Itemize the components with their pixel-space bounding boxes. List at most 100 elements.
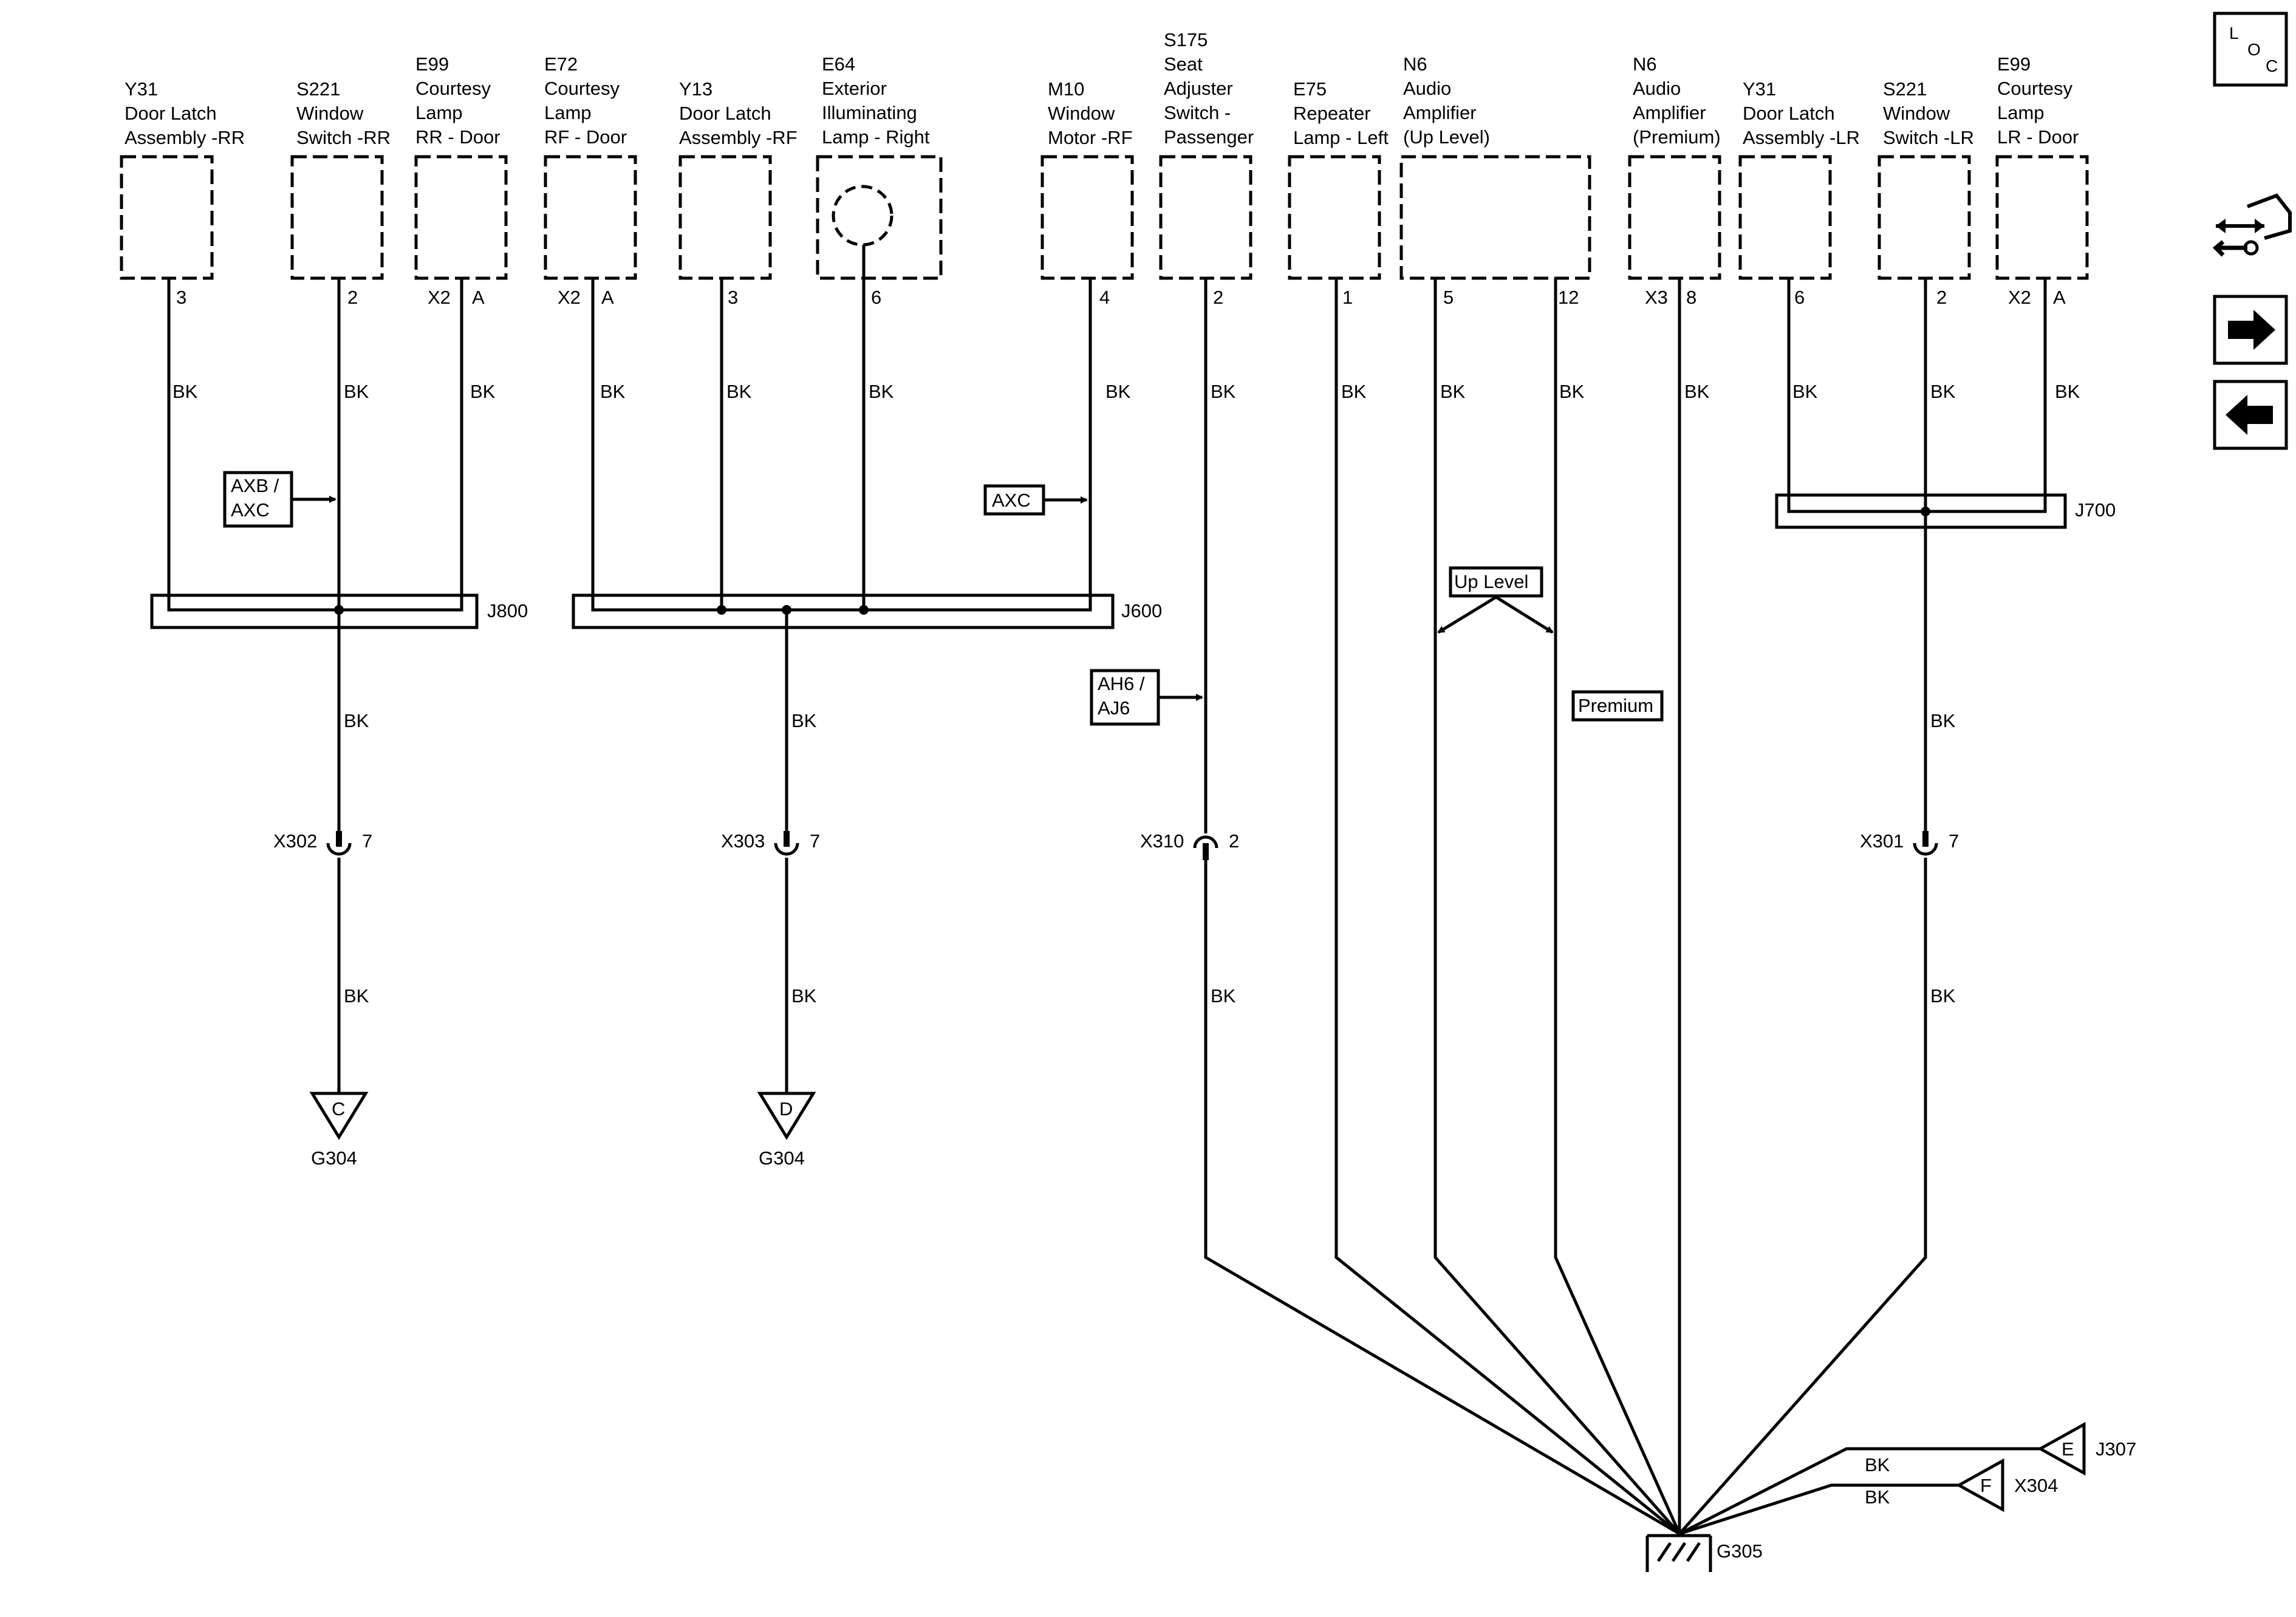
svg-text:Amplifier: Amplifier <box>1633 102 1706 123</box>
label-y31-rr: Y31 Door Latch Assembly -RR <box>125 78 245 148</box>
splice-j600 <box>572 593 1115 629</box>
svg-text:Lamp - Left: Lamp - Left <box>1293 127 1389 148</box>
svg-text:Y31: Y31 <box>125 78 158 100</box>
svg-text:AXC: AXC <box>992 490 1031 511</box>
svg-text:1: 1 <box>1342 287 1353 308</box>
label-n6-up: N6 Audio Amplifier (Up Level) <box>1403 53 1490 148</box>
svg-text:S175: S175 <box>1164 29 1208 50</box>
ground-ref-j307: E J307 <box>2037 1421 2136 1476</box>
component-y31-lr <box>1738 155 1832 280</box>
svg-text:RF - Door: RF - Door <box>544 126 627 148</box>
svg-text:Switch -: Switch - <box>1164 102 1231 123</box>
svg-text:X303: X303 <box>721 830 765 852</box>
svg-text:G305: G305 <box>1717 1540 1763 1562</box>
component-e99-lr <box>1995 155 2089 280</box>
component-n6-up <box>1399 155 1591 280</box>
svg-text:J307: J307 <box>2096 1438 2136 1460</box>
connector-wrench-icon[interactable] <box>2212 193 2292 257</box>
option-axb-axc: AXB / AXC <box>223 471 337 528</box>
svg-text:D: D <box>779 1098 793 1120</box>
component-e75 <box>1288 155 1381 280</box>
svg-text:3: 3 <box>176 287 186 308</box>
svg-text:Switch -RR: Switch -RR <box>296 127 391 148</box>
svg-text:BK: BK <box>470 381 496 402</box>
svg-text:G304: G304 <box>759 1147 805 1169</box>
svg-text:Y31: Y31 <box>1743 78 1776 100</box>
svg-text:A: A <box>601 287 614 308</box>
svg-text:BK: BK <box>344 710 369 731</box>
component-y31-rr <box>120 155 214 280</box>
location-button[interactable]: L O C <box>2213 12 2288 87</box>
svg-text:BK: BK <box>1865 1454 1890 1475</box>
svg-text:X310: X310 <box>1140 830 1184 852</box>
svg-text:Audio: Audio <box>1403 78 1451 99</box>
svg-text:S221: S221 <box>1883 78 1927 100</box>
svg-text:(Up Level): (Up Level) <box>1403 126 1490 148</box>
svg-text:BK: BK <box>1211 985 1236 1007</box>
svg-text:Illuminating: Illuminating <box>822 102 917 123</box>
svg-text:S221: S221 <box>296 78 340 100</box>
svg-text:BK: BK <box>1105 381 1131 402</box>
svg-text:Window: Window <box>1883 103 1950 124</box>
svg-text:AJ6: AJ6 <box>1098 697 1130 719</box>
svg-text:Door Latch: Door Latch <box>679 103 771 124</box>
svg-text:BK: BK <box>726 381 752 402</box>
svg-text:X2: X2 <box>428 287 451 308</box>
component-e72-rf <box>544 155 637 280</box>
wire-color-labels: BK BK BK BK BK BK BK BK BK BK BK BK BK B… <box>173 381 2080 1508</box>
svg-text:12: 12 <box>1558 287 1579 308</box>
splice-j700-label: J700 <box>2075 499 2116 521</box>
svg-text:Courtesy: Courtesy <box>415 78 491 99</box>
label-s221-lr: S221 Window Switch -LR <box>1883 78 1974 148</box>
svg-text:BK: BK <box>1930 985 1956 1007</box>
connector-x310: X310 2 <box>1140 830 1239 860</box>
svg-text:Premium: Premium <box>1578 695 1653 716</box>
svg-text:Courtesy: Courtesy <box>544 78 620 99</box>
connector-x303: X303 7 <box>721 830 820 856</box>
svg-text:X3: X3 <box>1645 287 1668 308</box>
component-s221-rr <box>290 155 384 280</box>
svg-text:O: O <box>2247 40 2261 59</box>
ground-g304-c: C G304 <box>309 1092 369 1169</box>
svg-text:N6: N6 <box>1403 53 1427 75</box>
svg-text:X304: X304 <box>2014 1475 2058 1496</box>
next-page-button[interactable] <box>2213 295 2288 365</box>
svg-text:Window: Window <box>1048 103 1115 124</box>
svg-text:Audio: Audio <box>1633 78 1681 99</box>
svg-text:E: E <box>2062 1438 2074 1460</box>
previous-page-button[interactable] <box>2213 380 2288 450</box>
svg-text:BK: BK <box>344 381 369 402</box>
svg-text:Seat: Seat <box>1164 53 1203 75</box>
svg-text:7: 7 <box>362 830 372 852</box>
ground-g304-d: D G304 <box>757 1092 816 1169</box>
svg-text:X302: X302 <box>273 830 317 852</box>
svg-text:C: C <box>332 1098 345 1120</box>
svg-text:Switch -LR: Switch -LR <box>1883 127 1974 148</box>
label-e99-lr: E99 Courtesy Lamp LR - Door <box>1997 53 2079 148</box>
label-y13-rf: Y13 Door Latch Assembly -RF <box>679 78 798 148</box>
svg-text:E64: E64 <box>822 53 855 75</box>
svg-text:BK: BK <box>1684 381 1710 402</box>
svg-text:Assembly -RR: Assembly -RR <box>125 127 245 148</box>
label-m10-rf: M10 Window Motor -RF <box>1048 78 1133 148</box>
svg-text:AH6 /: AH6 / <box>1098 673 1145 694</box>
svg-text:BK: BK <box>791 985 817 1007</box>
svg-text:Motor -RF: Motor -RF <box>1048 127 1133 148</box>
component-e99-rr <box>414 155 508 280</box>
svg-text:Assembly -RF: Assembly -RF <box>679 127 798 148</box>
svg-text:BK: BK <box>1865 1486 1890 1508</box>
label-e75: E75 Repeater Lamp - Left <box>1293 78 1389 148</box>
option-premium: Premium <box>1571 690 1664 722</box>
svg-text:Repeater: Repeater <box>1293 103 1371 124</box>
svg-text:6: 6 <box>1794 287 1805 308</box>
svg-text:BK: BK <box>1559 381 1585 402</box>
svg-text:3: 3 <box>728 287 738 308</box>
svg-text:Y13: Y13 <box>679 78 712 100</box>
svg-text:(Premium): (Premium) <box>1633 126 1721 148</box>
svg-text:Lamp: Lamp <box>415 102 463 123</box>
svg-text:Assembly -LR: Assembly -LR <box>1743 127 1860 148</box>
svg-text:BK: BK <box>1930 710 1956 731</box>
svg-text:2: 2 <box>347 287 358 308</box>
svg-text:X2: X2 <box>2008 287 2031 308</box>
